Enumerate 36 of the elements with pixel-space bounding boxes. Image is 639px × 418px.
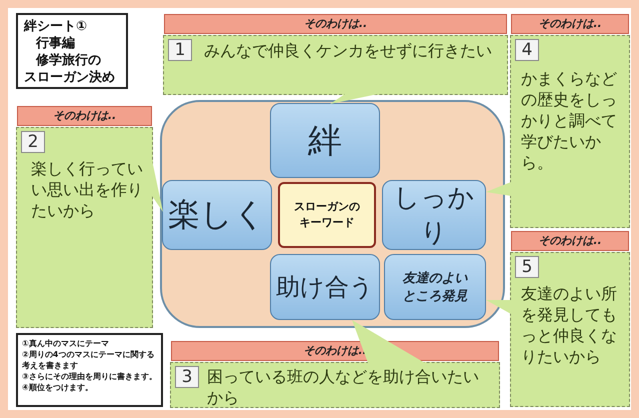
header-tab: そのわけは.. — [511, 231, 629, 251]
speech-bubble-tail — [486, 182, 511, 196]
instruction-text: ①真ん中のマスにテーマ — [22, 338, 110, 349]
title-text: 絆シート① — [24, 18, 88, 35]
instruction-text: ④順位をつけます。 — [22, 382, 94, 393]
reason-text: 友達のよい所を発見してもっと仲良くなりたいから — [521, 283, 618, 367]
reason-text: 楽しく行っていい思い出を作りたいから — [31, 158, 143, 221]
speech-bubble-tail — [330, 94, 378, 104]
item-number: 5 — [515, 256, 539, 278]
instruction-text: ③さらにその理由を周りに書きます。 — [22, 371, 157, 382]
speech-bubble-tail — [486, 300, 511, 314]
instruction-text: ②周りの4つのマスにテーマに関する考えを書きます — [22, 349, 156, 371]
title-text: 修学旅行の — [34, 52, 102, 69]
title-box — [16, 13, 128, 89]
title-text: 行事編 — [34, 35, 76, 52]
reason-text: 困っている班の人などを助け合いたいから — [207, 366, 480, 408]
keyword-cell: しっかり — [382, 180, 486, 250]
grid-background — [160, 100, 505, 328]
instructions-box — [16, 333, 163, 407]
header-tab: そのわけは.. — [511, 14, 629, 34]
speech-bubble-tail — [352, 320, 425, 363]
theme-cell: スローガンのキーワード — [278, 182, 376, 248]
item-number: 2 — [21, 131, 45, 153]
keyword-cell: 助け合う — [270, 254, 380, 320]
header-tab: そのわけは.. — [164, 14, 507, 34]
keyword-cell: 楽しく — [162, 180, 272, 250]
reason-text: みんなで仲良くケンカをせずに行きたい — [204, 40, 493, 61]
item-number: 4 — [515, 39, 539, 61]
item-number: 1 — [168, 39, 192, 61]
keyword-cell: 友達のよいところ発見 — [384, 254, 486, 320]
reason-text: かまくらなどの歴史をしっかりと調べて学びたいから。 — [521, 68, 618, 173]
title-text: スローガン決め — [24, 69, 116, 86]
item-number: 3 — [175, 366, 199, 388]
keyword-cell: 絆 — [270, 103, 380, 178]
speech-bubble-tail — [152, 160, 163, 212]
header-tab: そのわけは.. — [17, 106, 152, 126]
